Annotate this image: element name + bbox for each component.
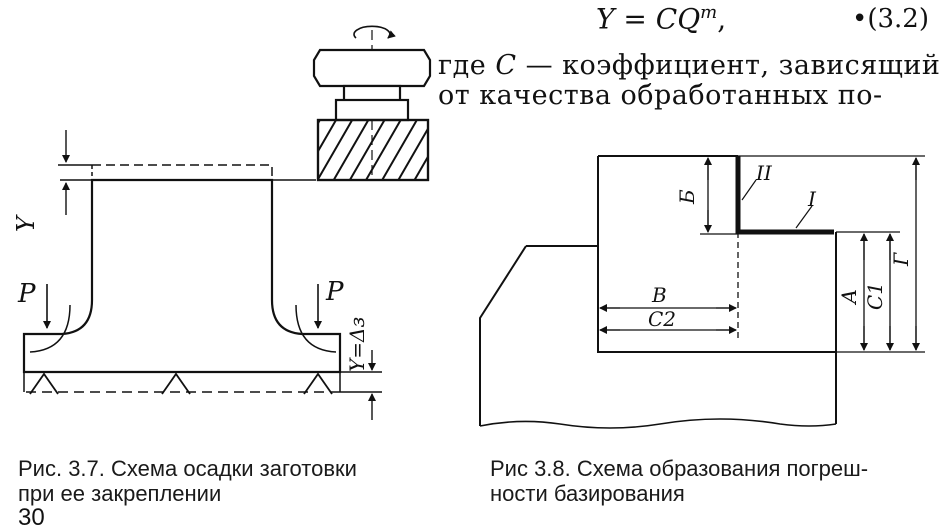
label-p-right: P (325, 277, 344, 307)
label-y-delta: Y=Δз (345, 317, 369, 372)
caption-fig-3-8-line1: Рис 3.8. Схема образования погреш- (490, 456, 869, 481)
label-a: А (837, 289, 861, 306)
label-c2: C2 (648, 307, 676, 331)
label-v: В (651, 283, 667, 307)
label-b-upper: Б (675, 189, 699, 205)
caption-fig-3-8: Рис 3.8. Схема образования погреш- ности… (490, 456, 868, 506)
body-rest: — коэффициент, зависящий (516, 50, 940, 81)
body-prefix: где (438, 50, 496, 81)
formula-comma: , (717, 2, 727, 36)
caption-fig-3-7-line2: при ее закреплении (18, 481, 222, 506)
label-g: Г (889, 252, 913, 267)
y-dimension (58, 130, 92, 215)
formula-c: C (655, 2, 678, 36)
figure-3-8 (479, 155, 925, 429)
page-number: 30 (18, 504, 45, 531)
caption-fig-3-7: Рис. 3.7. Схема осадки заготовки при ее … (18, 456, 357, 506)
dim-v-c2 (599, 232, 739, 340)
label-c1: C1 (863, 282, 887, 310)
tool-assembly (312, 25, 432, 182)
deformation-dimension (340, 350, 382, 420)
formula-3-2: Y = CQm, (596, 2, 726, 35)
formula-m: m (700, 2, 718, 23)
caption-fig-3-7-line1: Рис. 3.7. Схема осадки заготовки (18, 456, 357, 481)
dim-right (738, 155, 925, 353)
figure-3-7 (22, 25, 432, 420)
dim-b (700, 155, 738, 235)
body-text-line-1: где C — коэффициент, зависящий (438, 50, 940, 81)
label-ii: II (755, 161, 773, 185)
label-i: I (807, 187, 817, 211)
body-c-var: C (495, 50, 517, 81)
label-y: Y (12, 214, 40, 232)
workpiece-outline (22, 164, 342, 393)
supports (29, 372, 333, 395)
label-p-left: P (17, 279, 36, 309)
body-text-line-2: от качества обработанных по- (438, 80, 883, 111)
formula-y: Y (596, 2, 615, 36)
formula-q: Q (677, 2, 701, 36)
formula-eq: = (614, 2, 656, 36)
caption-fig-3-8-line2: ности базирования (490, 481, 685, 506)
formula-number: •(3.2) (852, 4, 929, 34)
